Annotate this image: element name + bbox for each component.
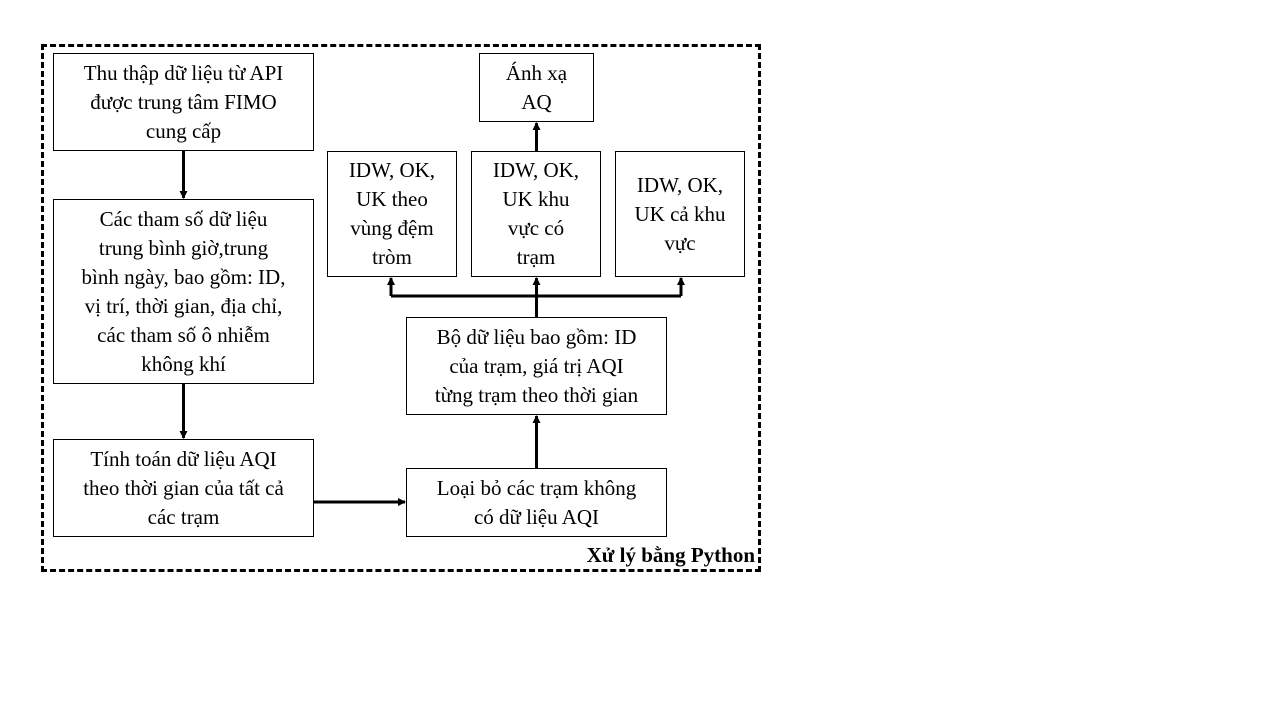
node-dataset: Bộ dữ liệu bao gồm: ID của trạm, giá trị…	[406, 317, 667, 415]
node-data-parameters: Các tham số dữ liệu trung bình giờ,trung…	[53, 199, 314, 384]
node-compute-aqi-label: Tính toán dữ liệu AQI theo thời gian của…	[83, 446, 284, 529]
node-remove-stations-label: Loại bỏ các trạm không có dữ liệu AQI	[436, 475, 637, 529]
node-dataset-label: Bộ dữ liệu bao gồm: ID của trạm, giá trị…	[434, 324, 639, 407]
node-interp-buffer: IDW, OK, UK theo vùng đệm tròm	[327, 151, 457, 277]
node-collect-api-label: Thu thập dữ liệu từ API được trung tâm F…	[83, 60, 284, 143]
frame-caption: Xử lý bằng Python	[586, 543, 755, 567]
node-interp-whole-area: IDW, OK, UK cả khu vực	[615, 151, 745, 277]
node-map-aq-label: Ánh xạ AQ	[505, 60, 568, 114]
python-processing-frame	[41, 44, 761, 572]
node-map-aq: Ánh xạ AQ	[479, 53, 594, 122]
node-interp-station-area: IDW, OK, UK khu vực có trạm	[471, 151, 601, 277]
node-interp-station-area-label: IDW, OK, UK khu vực có trạm	[492, 158, 580, 269]
node-remove-stations: Loại bỏ các trạm không có dữ liệu AQI	[406, 468, 667, 537]
node-interp-whole-area-label: IDW, OK, UK cả khu vực	[634, 172, 726, 255]
node-interp-buffer-label: IDW, OK, UK theo vùng đệm tròm	[348, 158, 436, 269]
node-collect-api: Thu thập dữ liệu từ API được trung tâm F…	[53, 53, 314, 151]
node-compute-aqi: Tính toán dữ liệu AQI theo thời gian của…	[53, 439, 314, 537]
node-data-parameters-label: Các tham số dữ liệu trung bình giờ,trung…	[81, 206, 286, 376]
